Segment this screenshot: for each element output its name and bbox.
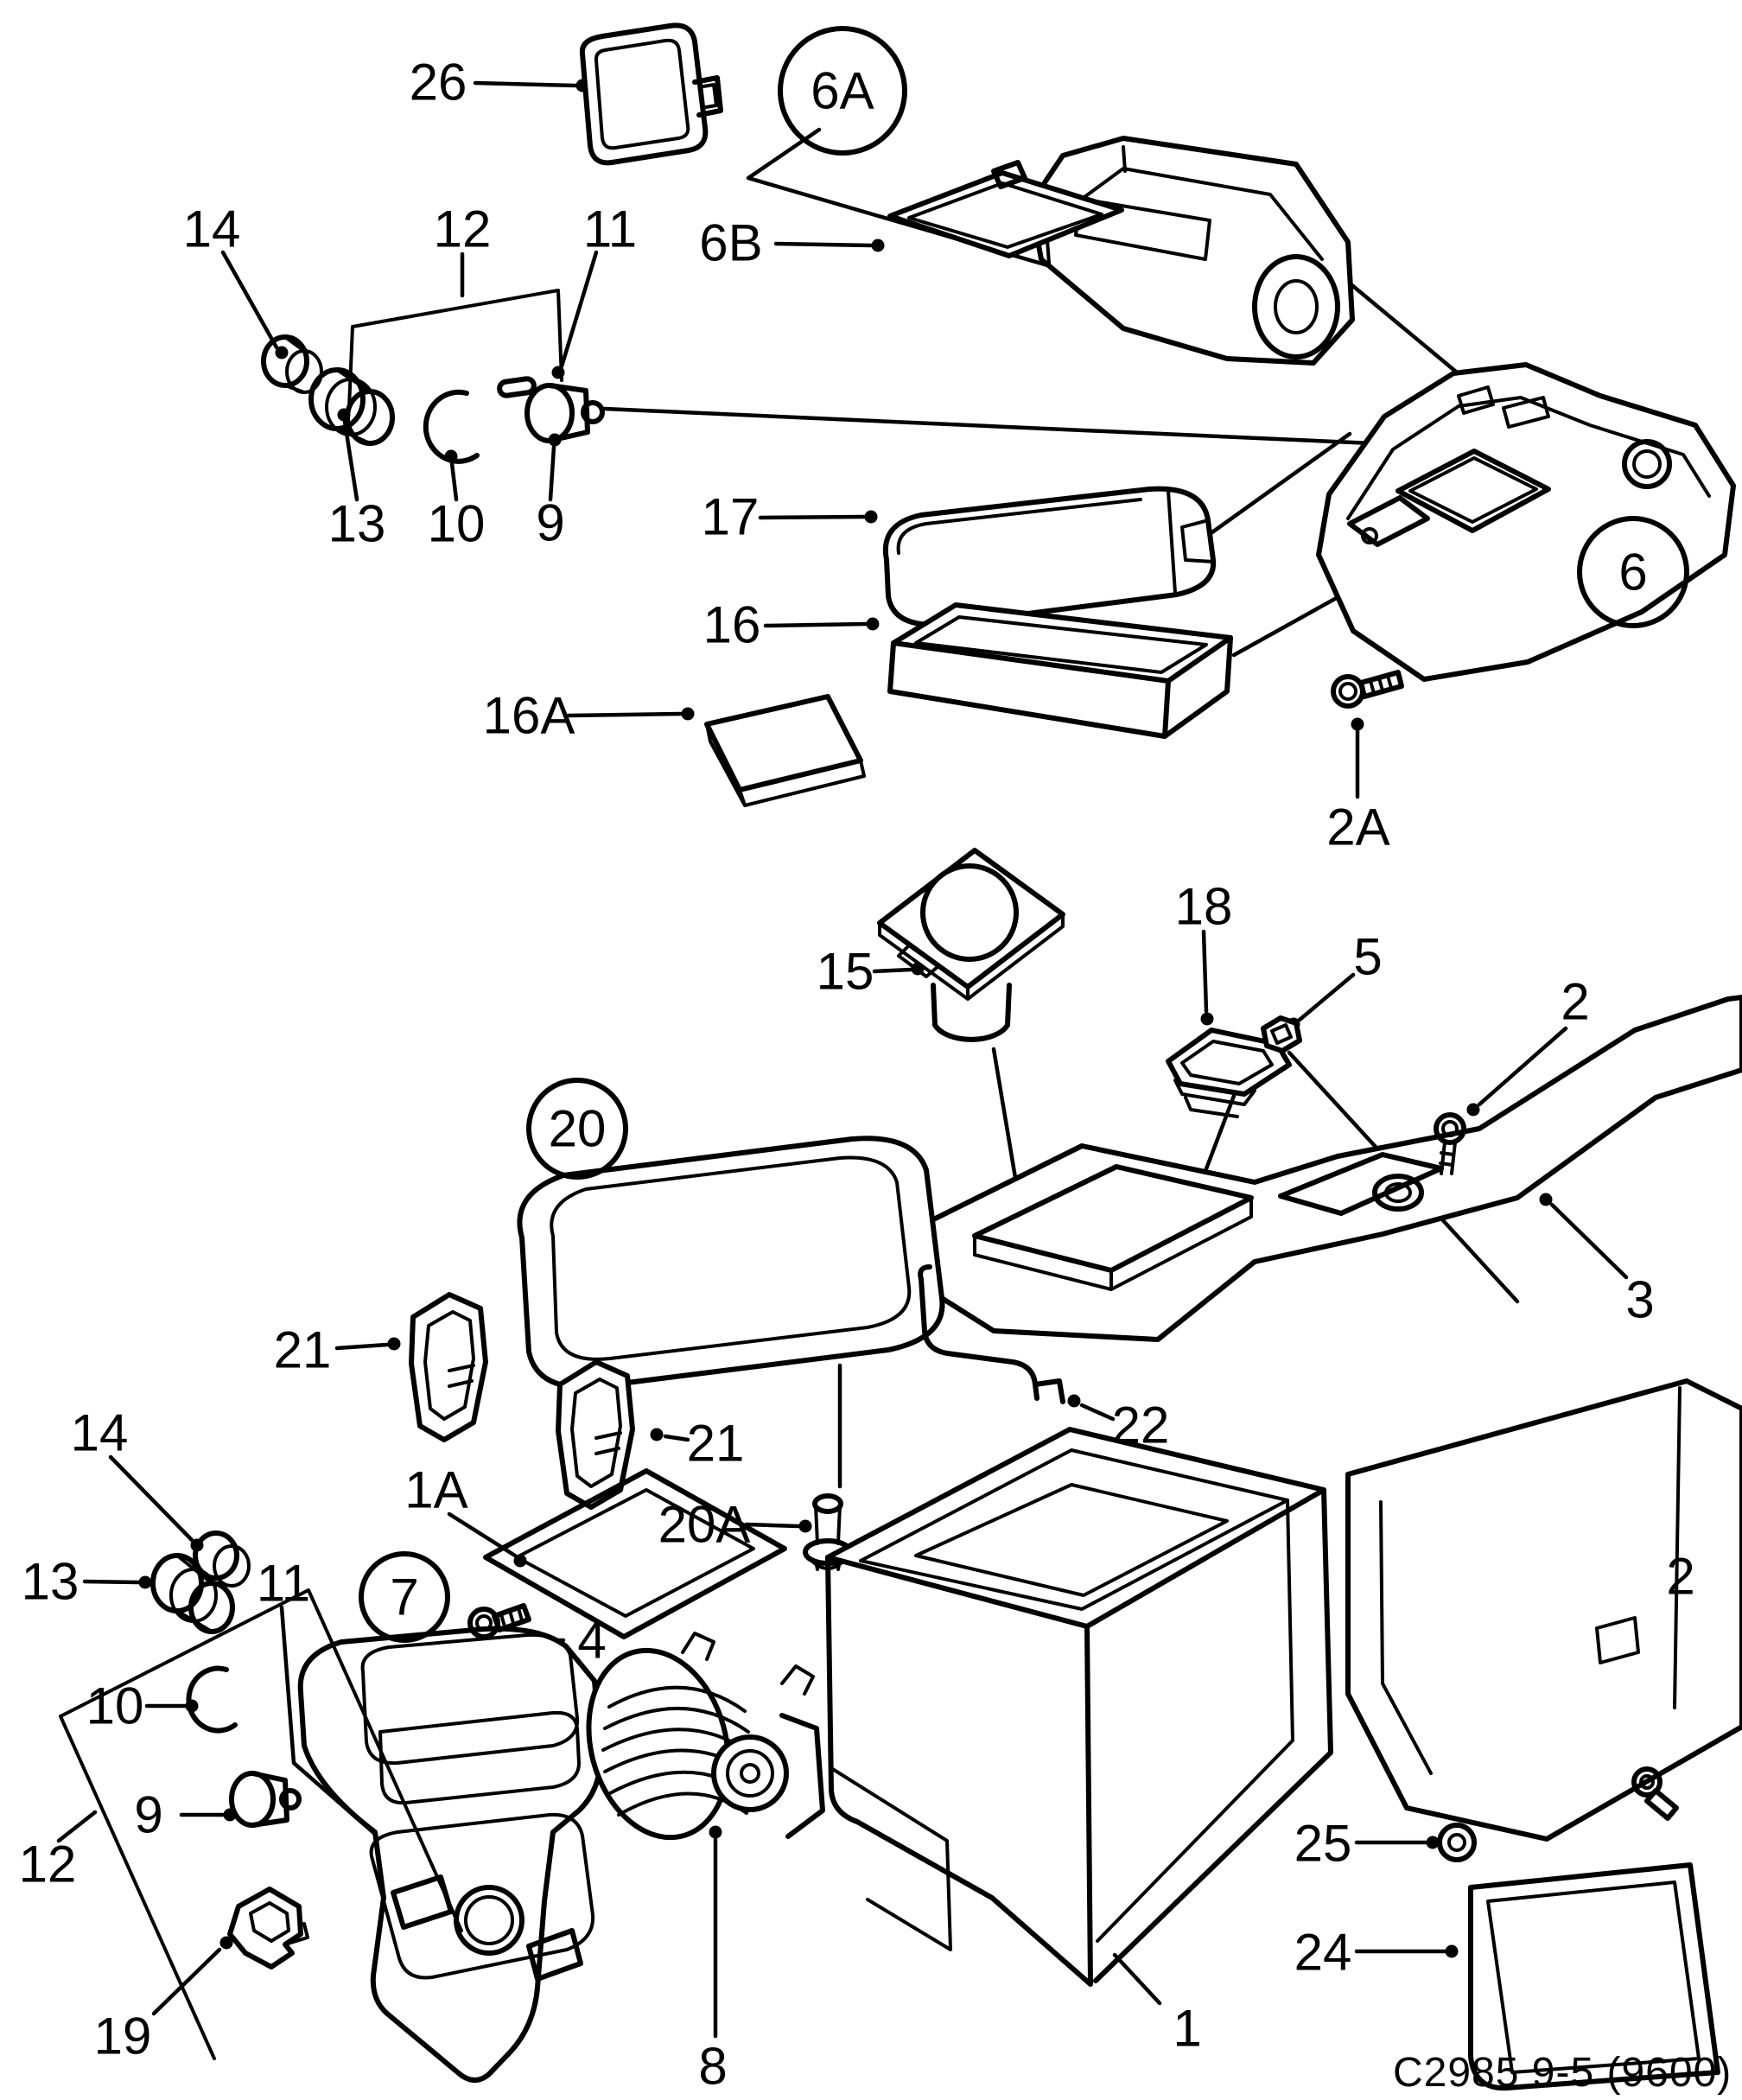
part-18-lid-drawing bbox=[1166, 1028, 1292, 1118]
part-label-3-18: 3 bbox=[1625, 1271, 1654, 1329]
part-label-13-26: 13 bbox=[22, 1553, 79, 1611]
part-label-17-9: 17 bbox=[702, 488, 760, 546]
part-label-10-7: 10 bbox=[428, 495, 486, 553]
part-label-9-30: 9 bbox=[134, 1786, 162, 1844]
part-label-21-20: 21 bbox=[274, 1321, 332, 1379]
callout-circle-20 bbox=[526, 1078, 628, 1180]
part-15-cupholder-drawing bbox=[877, 848, 1065, 1042]
part-22-wire-clip-drawing bbox=[918, 1264, 1065, 1404]
part-label-16-10: 16 bbox=[703, 596, 761, 654]
part-label-1-38: 1 bbox=[1173, 2000, 1201, 2058]
part-label-6-12: 6 bbox=[1618, 544, 1647, 601]
part-label-15-14: 15 bbox=[817, 943, 874, 1001]
part-6-shifter-surround-panel-drawing bbox=[1316, 362, 1736, 682]
part-label-9-8: 9 bbox=[536, 494, 564, 552]
part-24-net-pocket-drawing bbox=[1468, 1862, 1720, 2091]
part-5-clip-drawing bbox=[1261, 1015, 1302, 1053]
part-label-21-21: 21 bbox=[687, 1415, 745, 1473]
part-label-12-4: 12 bbox=[434, 200, 492, 258]
part-label-24-37: 24 bbox=[1294, 1924, 1352, 1982]
part-label-25-36: 25 bbox=[1294, 1815, 1352, 1873]
part-label-26-0: 26 bbox=[410, 54, 467, 111]
part-label-8-34: 8 bbox=[698, 2038, 727, 2096]
part-label-5-16: 5 bbox=[1353, 928, 1382, 986]
part-26-switch-blank-drawing bbox=[579, 22, 723, 166]
part-label-4-32: 4 bbox=[577, 1612, 606, 1670]
part-8-blower-motor-drawing bbox=[586, 1632, 825, 1841]
lighter-parts-lower-drawing bbox=[150, 1530, 302, 1828]
callout-circle-7 bbox=[359, 1551, 450, 1643]
part-label-6B-2: 6B bbox=[699, 214, 762, 272]
callout-circle-6 bbox=[1577, 516, 1689, 628]
part-label-6A-1: 6A bbox=[811, 62, 874, 120]
part-label-20A-23: 20A bbox=[658, 1496, 751, 1554]
part-label-14-25: 14 bbox=[71, 1404, 129, 1462]
part-label-2A-13: 2A bbox=[1326, 799, 1389, 856]
part-label-22-24: 22 bbox=[1112, 1397, 1170, 1454]
part-16A-rubber-mat-drawing bbox=[704, 694, 866, 807]
part-label-2-35: 2 bbox=[1666, 1548, 1694, 1606]
part-21-hinges-drawing bbox=[409, 1292, 635, 1510]
part-19-clip-drawing bbox=[227, 1887, 309, 1970]
part-17-armrest-pad-drawing bbox=[882, 486, 1217, 627]
part-2A-screw-drawing bbox=[1331, 670, 1404, 709]
part-label-2-17: 2 bbox=[1561, 973, 1589, 1031]
part-6A-ashtray-assembly-drawing bbox=[1028, 136, 1355, 366]
part-label-19-33: 19 bbox=[94, 2008, 152, 2065]
part-label-14-3: 14 bbox=[183, 200, 241, 258]
part-label-13-6: 13 bbox=[328, 495, 386, 553]
bracket-12-lower-drawing bbox=[59, 1588, 463, 2060]
part-1A-gasket-frame-drawing bbox=[483, 1468, 787, 1639]
part-label-1A-22: 1A bbox=[404, 1461, 467, 1519]
part-label-12-31: 12 bbox=[19, 1836, 77, 1893]
part-6B-ashtray-lid-drawing bbox=[887, 160, 1124, 258]
part-3-console-top-frame-drawing bbox=[893, 995, 1742, 1342]
part-16-storage-tray-drawing bbox=[887, 602, 1233, 739]
part-label-20-19: 20 bbox=[549, 1100, 607, 1158]
part-1-console-body-drawing bbox=[825, 1378, 1742, 1987]
lighter-parts-upper-drawing bbox=[261, 289, 605, 464]
part-label-7-28: 7 bbox=[390, 1569, 418, 1626]
part-7-rear-panel-drawing bbox=[297, 1626, 604, 2083]
part-label-18-15: 18 bbox=[1175, 878, 1233, 936]
part-label-16A-11: 16A bbox=[483, 687, 575, 745]
drawing-number: C2985 9-5 (9600) bbox=[1393, 2050, 1732, 2096]
part-label-11-5: 11 bbox=[583, 200, 637, 258]
part-label-11-27: 11 bbox=[257, 1555, 310, 1613]
part-25-grommet-drawing bbox=[1437, 1823, 1477, 1862]
part-2-screw-right-drawing bbox=[1631, 1766, 1679, 1821]
callout-circle-6A bbox=[778, 26, 907, 156]
part-label-10-29: 10 bbox=[86, 1677, 144, 1735]
part-4-screw-drawing bbox=[467, 1603, 531, 1639]
